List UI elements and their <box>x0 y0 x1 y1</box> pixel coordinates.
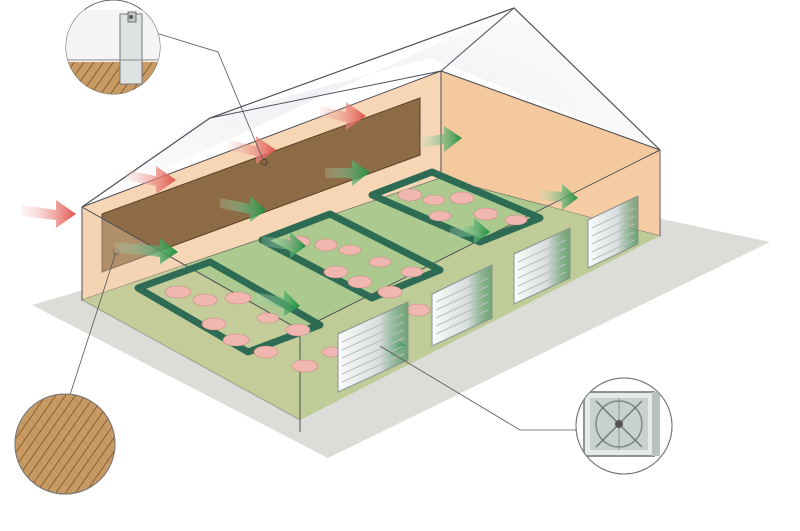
pig <box>224 291 252 305</box>
pig <box>201 317 227 331</box>
callout-exhaust-fan <box>575 377 673 475</box>
green-arrow <box>420 126 462 152</box>
pig <box>164 285 192 299</box>
pig <box>323 265 349 279</box>
exhaust-fan <box>587 195 639 269</box>
pig <box>449 191 475 205</box>
green-arrow <box>262 232 306 258</box>
green-arrow <box>220 196 266 222</box>
pigs <box>164 188 528 373</box>
callout-lines <box>69 32 576 431</box>
pig <box>473 207 499 221</box>
pig <box>256 312 280 324</box>
pig <box>192 293 218 307</box>
pig <box>291 359 319 373</box>
pig <box>253 345 279 359</box>
exhaust-fan <box>431 264 493 347</box>
pig <box>397 188 423 202</box>
pig <box>405 303 431 317</box>
pig <box>422 194 446 206</box>
pig-pens <box>134 168 544 356</box>
green-arrow <box>325 160 370 186</box>
pig <box>285 323 311 337</box>
pig <box>222 333 250 347</box>
cooling-pad-wall <box>101 97 421 273</box>
airflow-arrows-internal <box>115 126 578 358</box>
exhaust-fan <box>337 301 409 393</box>
exhaust-fans <box>337 195 639 393</box>
pig-pen <box>258 210 444 302</box>
red-arrow <box>228 136 276 164</box>
airflow-arrows-incoming <box>22 102 366 228</box>
pig <box>338 244 362 256</box>
pig <box>377 285 403 299</box>
green-arrow <box>256 290 300 316</box>
pig <box>314 238 338 252</box>
pig <box>504 214 528 226</box>
pig-pen <box>134 258 324 356</box>
pig <box>347 275 373 289</box>
pig-pen <box>368 168 544 246</box>
pig <box>400 266 424 278</box>
callout-pad-texture <box>14 393 116 495</box>
red-arrow <box>22 200 76 228</box>
green-arrow <box>540 184 578 210</box>
red-arrow <box>126 166 176 194</box>
pig <box>428 210 452 222</box>
green-arrow <box>115 238 178 264</box>
exhaust-fan <box>513 227 571 305</box>
callout-pad-bracket <box>65 0 161 95</box>
red-arrow <box>320 102 366 130</box>
pig <box>368 256 392 268</box>
green-arrow <box>450 218 490 244</box>
